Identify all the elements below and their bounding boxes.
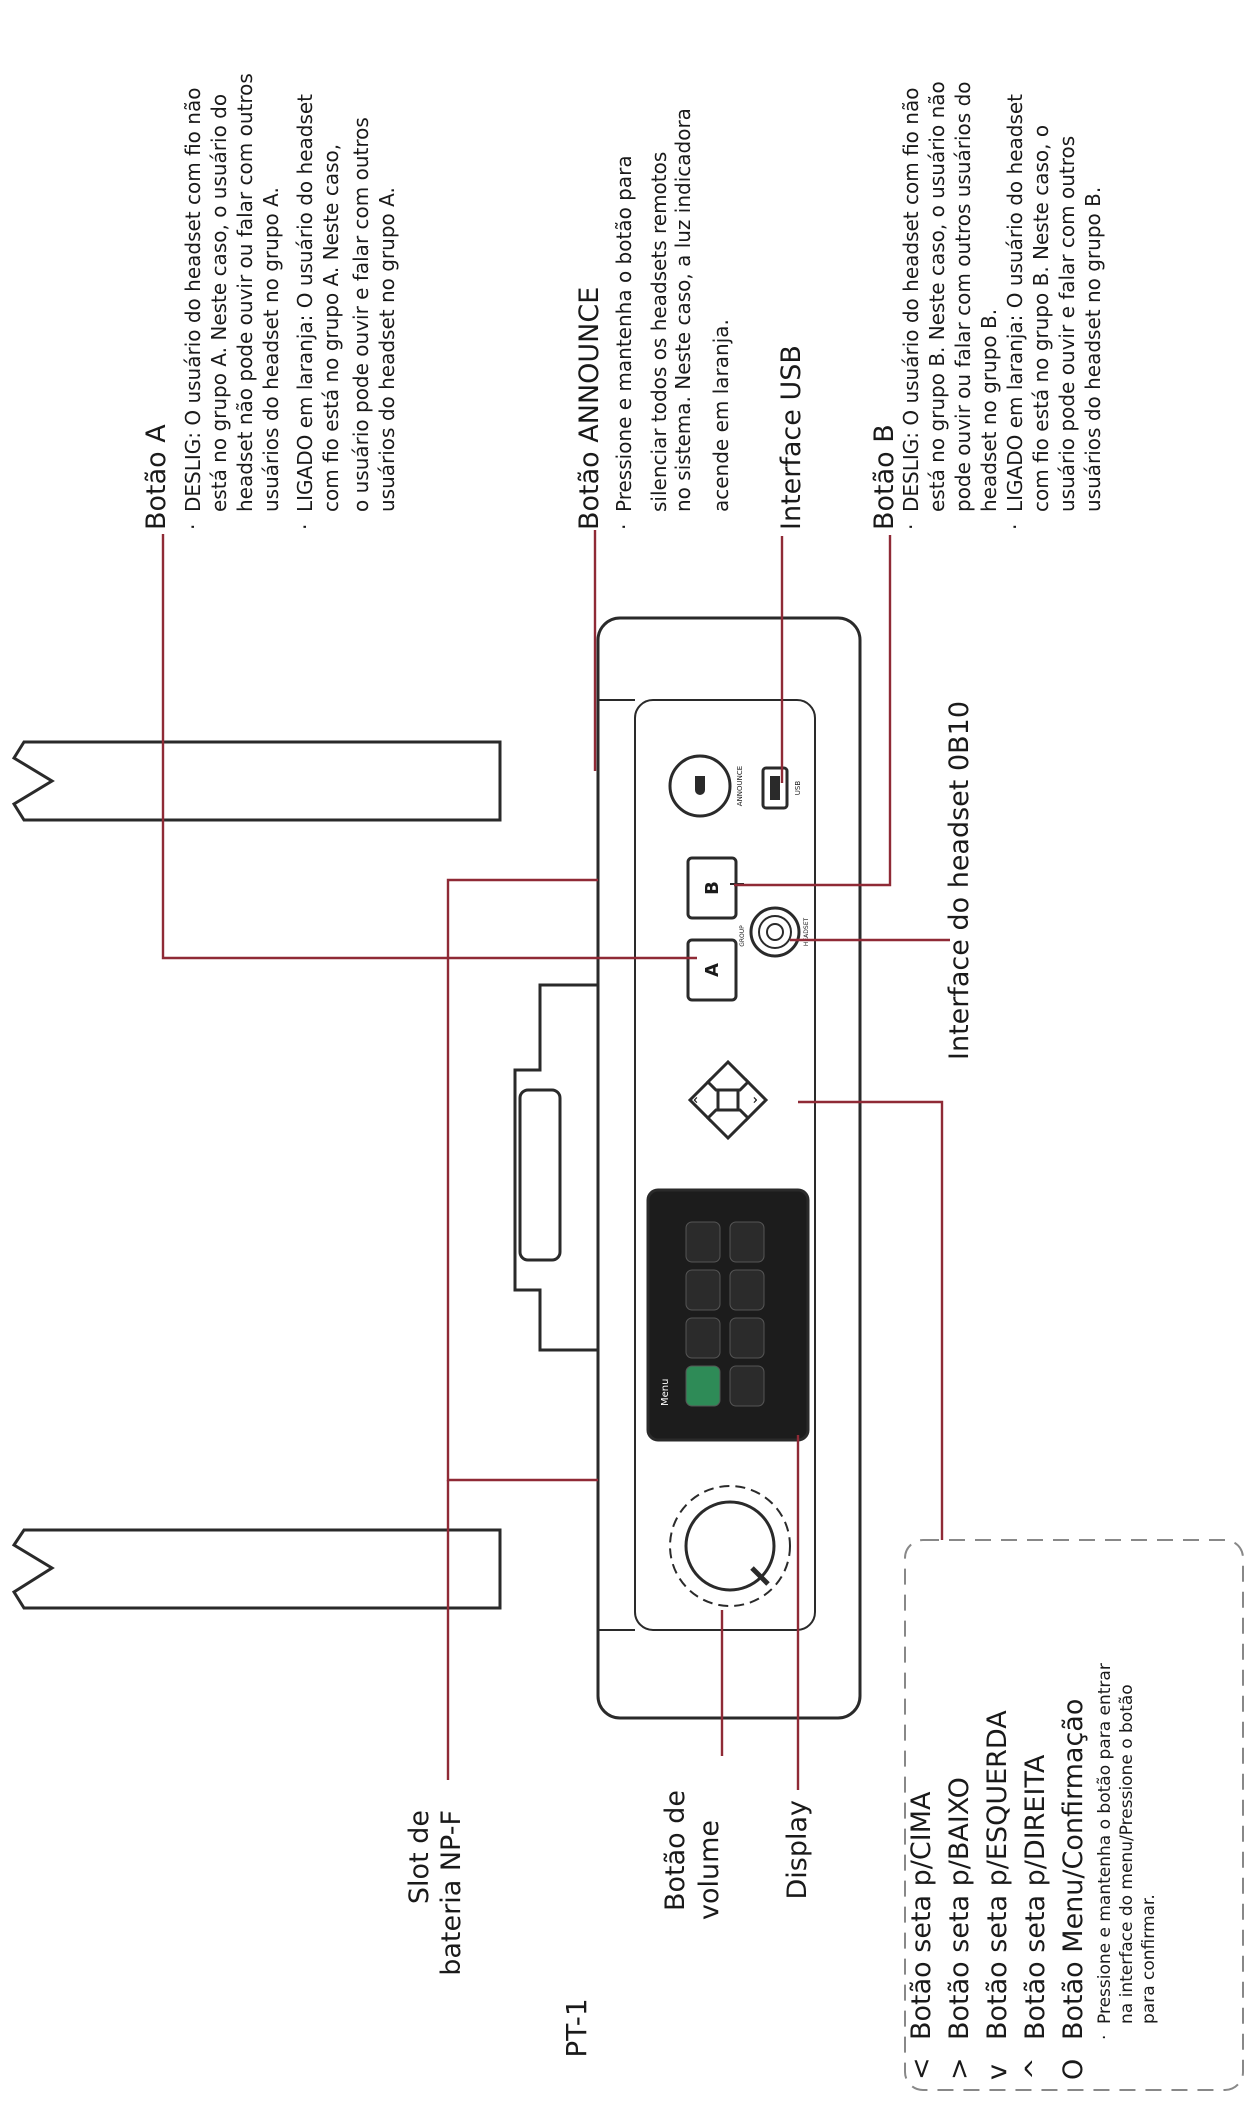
announce-caption: ANNOUNCE: [736, 766, 744, 806]
antenna-bottom: [11, 1528, 502, 1610]
nav-item-glyph: v: [982, 2064, 1013, 2080]
callout-announce: Botão ANNOUNCE · Pressione e mantenha o …: [574, 108, 733, 530]
usb-caption: USB: [794, 781, 802, 796]
b-bullet-line: está no grupo B. Neste caso, o usuário n…: [925, 81, 949, 512]
device-illustration: ANNOUNCE USB B A GROUP HEADSET ⌃ ⌄ Men: [11, 616, 862, 1720]
battery-label-line1: Slot de: [404, 1810, 435, 1904]
a-button-label: A: [702, 963, 723, 977]
leader-b-button: [734, 535, 892, 887]
device-face: [634, 699, 816, 1631]
announce-bullet-line: no sistema. Neste caso, a luz indicadora: [671, 108, 695, 512]
svg-text:·: ·: [181, 524, 205, 530]
battery-contact: [518, 1088, 562, 1262]
nav-note-line: para confirmar.: [1139, 1894, 1159, 2024]
volume-label-line1: Botão de: [660, 1790, 691, 1911]
dpad: ⌃ ⌄: [687, 1059, 769, 1141]
callout-a-button: Botão A · DESLIG: O usuário do headset c…: [141, 73, 399, 530]
b-button-label: B: [702, 881, 723, 895]
announce-title: Botão ANNOUNCE: [574, 287, 605, 530]
b-button-title: Botão B: [869, 424, 900, 530]
b-bullet-line: headset no grupo B.: [977, 309, 1001, 512]
nav-item-label: Botão seta p/CIMA: [906, 1791, 937, 2040]
arrow-down-button[interactable]: [705, 1108, 751, 1141]
nav-buttons-list: < Botão seta p/CIMA > Botão seta p/BAIXO…: [906, 1663, 1159, 2080]
leader-dpad: [798, 1100, 944, 1540]
battery-label-line2: bateria NP-F: [436, 1810, 467, 1976]
announce-bullet-line: Pressione e mantenha o botão para: [612, 155, 636, 512]
a-bullet-line: está no grupo A. Neste caso, o usuário d…: [207, 94, 231, 512]
a-button[interactable]: [686, 938, 738, 1002]
device-body: [596, 616, 862, 1720]
a-bullet-line: headset não pode ouvir ou falar com outr…: [233, 73, 257, 512]
volume-knob-ring: [669, 1485, 791, 1607]
svg-text:⌄: ⌄: [745, 1094, 761, 1106]
leader-battery: [446, 878, 598, 1482]
svg-text:⌃: ⌃: [692, 1094, 708, 1106]
headset-caption: HEADSET: [803, 918, 810, 947]
b-bullet-line: usuários do headset no grupo B.: [1081, 187, 1105, 512]
b-button[interactable]: [686, 856, 738, 920]
svg-text:·: ·: [1003, 524, 1027, 530]
callout-b-button: Botão B · DESLIG: O usuário do headset c…: [869, 81, 1105, 530]
svg-text:·: ·: [612, 524, 636, 530]
arrow-up-button[interactable]: [705, 1059, 751, 1092]
nav-item-label: Botão seta p/BAIXO: [944, 1777, 975, 2040]
screen-tiles: [685, 1221, 765, 1407]
arrow-left-button[interactable]: [736, 1077, 769, 1123]
callout-display: Display: [782, 1800, 813, 1900]
a-bullet-line: usuários do headset no grupo A.: [259, 187, 283, 512]
microphone-icon: [695, 776, 705, 795]
nav-item-glyph: ^: [1020, 2057, 1051, 2080]
nav-item-glyph: >: [944, 2057, 975, 2080]
leader-lines: [161, 530, 950, 1790]
nav-note-line: Pressione e mantenha o botão para entrar: [1095, 1663, 1115, 2024]
nav-item-glyph: O: [1058, 2059, 1089, 2080]
screen-title: Menu: [660, 1379, 671, 1406]
a-bullet-line: DESLIG: O usuário do headset com fio não: [181, 88, 205, 512]
announce-bullet-line: silenciar todos os headsets remotos: [647, 152, 671, 512]
b-bullet-line: com fio está no grupo B. Neste caso, o: [1029, 125, 1053, 512]
svg-text:·: ·: [1095, 2035, 1115, 2040]
callout-volume: Botão de volume: [660, 1790, 725, 1920]
b-bullet-line: pode ouvir ou falar com outros usuários …: [951, 81, 975, 512]
display-label: Display: [782, 1800, 813, 1900]
callout-headset: Interface do headset 0B10: [944, 701, 975, 1060]
nav-item-label: Botão Menu/Confirmação: [1058, 1699, 1089, 2040]
a-button-title: Botão A: [141, 424, 172, 530]
svg-text:·: ·: [293, 524, 317, 530]
nav-note-line: na interface do menu/Pressione o botão: [1117, 1684, 1137, 2024]
headset-title: Interface do headset 0B10: [944, 701, 975, 1060]
antenna-top: [11, 740, 502, 822]
nav-buttons-box: [904, 1539, 1244, 2091]
callout-usb: Interface USB: [776, 345, 807, 530]
b-bullet-line: usuário pode ouvir e falar com outros: [1055, 136, 1079, 512]
nav-item-glyph: <: [906, 2057, 937, 2080]
usb-title: Interface USB: [776, 345, 807, 530]
nav-item-label: Botão seta p/ESQUERDA: [982, 1710, 1013, 2040]
nav-item-label: Botão seta p/DIREITA: [1020, 1754, 1051, 2040]
page-number: PT-1: [560, 1998, 593, 2057]
svg-text:·: ·: [899, 524, 923, 530]
leader-a-button: [161, 534, 697, 960]
a-bullet-line: LIGADO em laranja: O usuário do headset: [293, 94, 317, 512]
a-bullet-line: usuários do headset no grupo A.: [375, 187, 399, 512]
a-bullet-line: o usuário pode ouvir e falar com outros: [349, 117, 373, 512]
group-caption: GROUP: [739, 925, 746, 947]
a-bullet-line: com fio está no grupo A. Neste caso,: [319, 144, 343, 512]
volume-label-line2: volume: [694, 1820, 725, 1920]
announce-bullet-line: acende em laranja.: [709, 319, 733, 512]
display-screen: [646, 1188, 810, 1442]
b-bullet-line: DESLIG: O usuário do headset com fio não: [899, 88, 923, 512]
callout-battery: Slot de bateria NP-F: [404, 1810, 467, 1976]
arrow-right-button[interactable]: [687, 1077, 720, 1123]
b-bullet-line: LIGADO em laranja: O usuário do headset: [1003, 94, 1027, 512]
